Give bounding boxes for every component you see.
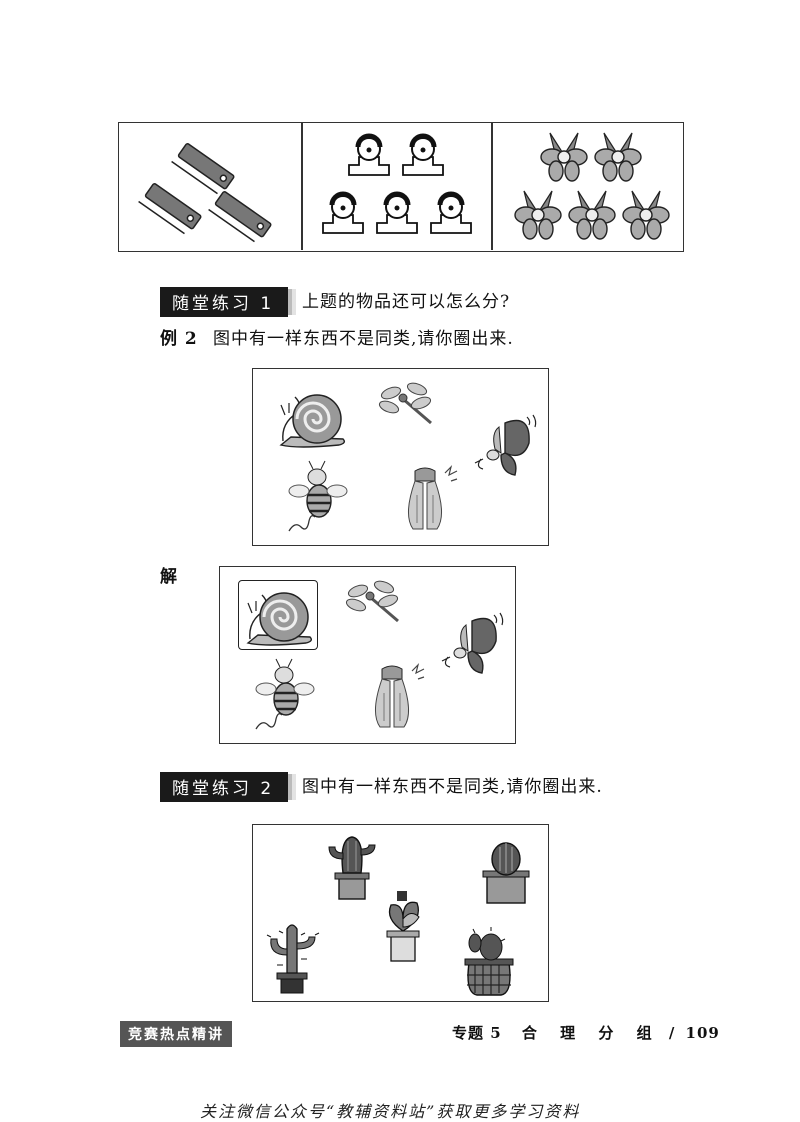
panel-divider bbox=[491, 123, 493, 250]
example-question: 图中有一样东西不是同类,请你圈出来. bbox=[213, 329, 514, 349]
practice-2-question: 图中有一样东西不是同类,请你圈出来. bbox=[302, 777, 603, 797]
binder-clip-group-image bbox=[315, 131, 485, 246]
bow-icon bbox=[622, 190, 670, 240]
bee-image bbox=[287, 459, 349, 533]
binder-clip-icon bbox=[377, 194, 417, 233]
bow-icon bbox=[514, 190, 562, 240]
page-number: 109 bbox=[685, 1024, 720, 1042]
top-item-panel bbox=[118, 122, 684, 252]
clip-icon bbox=[138, 143, 272, 243]
bee-image bbox=[254, 657, 316, 731]
cactus-image bbox=[328, 836, 376, 900]
dragonfly-image bbox=[376, 379, 434, 425]
answer-highlight-box bbox=[238, 580, 318, 650]
plant-image-box bbox=[252, 824, 549, 1002]
bow-group-image bbox=[514, 132, 670, 240]
clip-group-image bbox=[138, 143, 272, 243]
practice-tag-2: 随堂练习 2 bbox=[160, 772, 289, 802]
round-cactus-image bbox=[482, 842, 530, 904]
snail-image bbox=[279, 393, 346, 449]
potted-cactus-image bbox=[464, 927, 514, 996]
binder-clip-icon bbox=[431, 194, 471, 233]
footer-topic: 专题 5 bbox=[452, 1024, 502, 1042]
dragonfly-image bbox=[343, 577, 401, 623]
practice-1-question: 上题的物品还可以怎么分? bbox=[302, 292, 511, 312]
snail-image bbox=[246, 591, 313, 647]
binder-clip-icon bbox=[349, 136, 389, 175]
footer-series-tag: 竞赛热点精讲 bbox=[120, 1021, 232, 1047]
binder-clip-icon bbox=[323, 194, 363, 233]
footer-chapter: 专题 5 合 理 分 组 / 109 bbox=[452, 1022, 720, 1043]
solution-label: 解 bbox=[160, 567, 178, 587]
cicada-image bbox=[407, 466, 458, 530]
example-image-box bbox=[252, 368, 549, 546]
solution-image-box bbox=[219, 566, 516, 744]
bottom-promo-note: 关注微信公众号“教辅资料站”获取更多学习资料 bbox=[200, 1102, 581, 1121]
practice-tag-1: 随堂练习 1 bbox=[160, 287, 289, 317]
example-label: 例 2 bbox=[160, 329, 198, 349]
butterfly-image bbox=[441, 612, 504, 674]
binder-clip-icon bbox=[403, 136, 443, 175]
footer-separator: / bbox=[668, 1024, 676, 1042]
leafy-plant-image bbox=[386, 891, 420, 962]
panel-divider bbox=[301, 123, 303, 250]
butterfly-image bbox=[474, 414, 537, 476]
bow-icon bbox=[594, 132, 642, 182]
bow-icon bbox=[540, 132, 588, 182]
spiky-plant-image bbox=[266, 924, 320, 994]
bow-icon bbox=[568, 190, 616, 240]
cicada-image bbox=[374, 664, 425, 728]
footer-title: 合 理 分 组 bbox=[521, 1024, 661, 1042]
